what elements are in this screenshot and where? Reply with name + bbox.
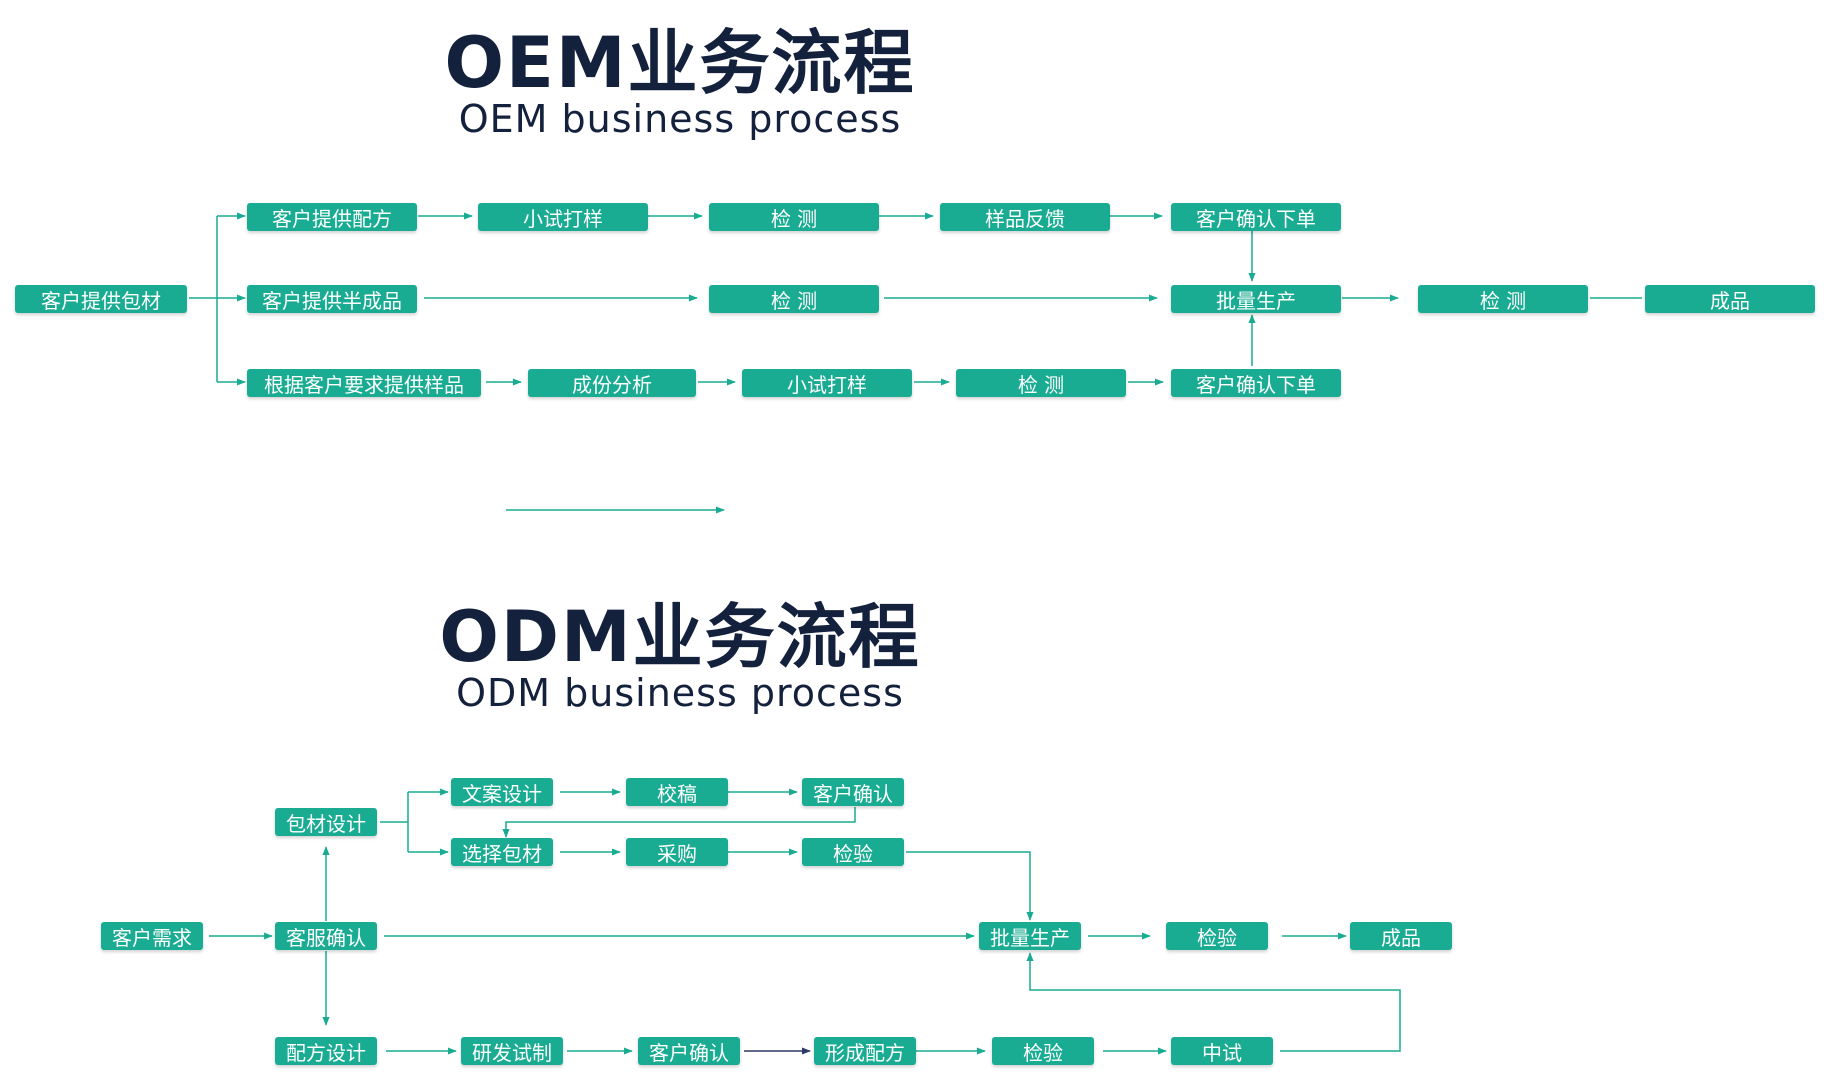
oem-node-start: 客户提供包材 bbox=[15, 285, 187, 313]
odm-node-copy-design: 文案设计 bbox=[451, 778, 553, 806]
odm-node-form-formula: 形成配方 bbox=[814, 1037, 916, 1065]
odm-node-rnd: 研发试制 bbox=[461, 1037, 563, 1065]
oem-node-batch: 批量生产 bbox=[1171, 285, 1341, 313]
oem-node-confirm-top: 客户确认下单 bbox=[1171, 203, 1341, 231]
odm-node-formula-design: 配方设计 bbox=[275, 1037, 377, 1065]
odm-node-product: 成品 bbox=[1350, 922, 1452, 950]
oem-node-formula-test: 检 测 bbox=[709, 203, 879, 231]
oem-node-formula-trial: 小试打样 bbox=[478, 203, 648, 231]
odm-node-batch: 批量生产 bbox=[979, 922, 1081, 950]
oem-node-semi-test: 检 测 bbox=[709, 285, 879, 313]
odm-node-pilot: 中试 bbox=[1171, 1037, 1273, 1065]
odm-subtitle: ODM business process bbox=[456, 671, 904, 715]
oem-node-sample-test: 检 测 bbox=[956, 369, 1126, 397]
odm-node-confirm-copy: 客户确认 bbox=[802, 778, 904, 806]
odm-title: ODM业务流程 bbox=[439, 596, 921, 678]
oem-node-final-test: 检 测 bbox=[1418, 285, 1588, 313]
oem-node-product: 成品 bbox=[1645, 285, 1815, 313]
odm-node-demand: 客户需求 bbox=[101, 922, 203, 950]
odm-node-select-pack: 选择包材 bbox=[451, 838, 553, 866]
odm-node-proof: 校稿 bbox=[626, 778, 728, 806]
oem-title: OEM业务流程 bbox=[444, 22, 916, 104]
oem-node-formula: 客户提供配方 bbox=[247, 203, 417, 231]
oem-node-sample: 根据客户要求提供样品 bbox=[247, 369, 481, 397]
odm-node-inspect-pack: 检验 bbox=[802, 838, 904, 866]
oem-node-sample-feedback: 样品反馈 bbox=[940, 203, 1110, 231]
oem-node-analysis: 成份分析 bbox=[528, 369, 696, 397]
odm-node-pack-design: 包材设计 bbox=[275, 808, 377, 836]
oem-subtitle: OEM business process bbox=[458, 97, 902, 141]
oem-node-sample-trial: 小试打样 bbox=[742, 369, 912, 397]
odm-node-confirm-formula: 客户确认 bbox=[638, 1037, 740, 1065]
odm-node-service: 客服确认 bbox=[275, 922, 377, 950]
oem-node-semi: 客户提供半成品 bbox=[247, 285, 417, 313]
odm-node-inspect-formula: 检验 bbox=[992, 1037, 1094, 1065]
oem-node-confirm-bottom: 客户确认下单 bbox=[1171, 369, 1341, 397]
odm-node-inspect-final: 检验 bbox=[1166, 922, 1268, 950]
odm-node-purchase: 采购 bbox=[626, 838, 728, 866]
